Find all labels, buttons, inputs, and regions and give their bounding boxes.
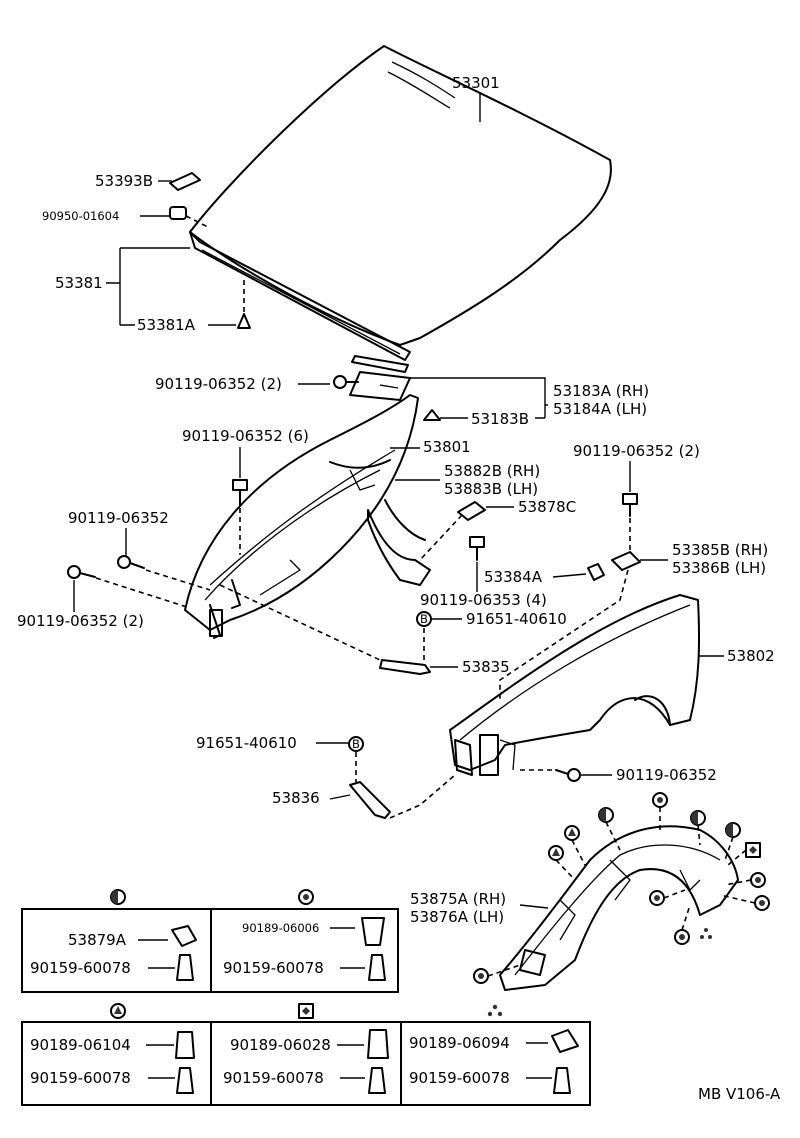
fastener-4-part-a: 90189-06028	[230, 1036, 331, 1054]
label-hood-seal: 53381	[55, 274, 103, 292]
hood-panel	[189, 45, 612, 346]
fastener-1-part-b: 90159-60078	[30, 959, 131, 977]
circle-icon	[750, 872, 766, 888]
label-bracket-rh: 53385B (RH)	[672, 541, 768, 559]
three-dots-icon	[487, 1004, 503, 1017]
hood-hinge	[349, 371, 411, 401]
hood-stopper-nut	[169, 206, 187, 220]
bracket-53384a	[587, 563, 605, 581]
fender-apron	[184, 394, 419, 639]
label-bolt-4: 90119-06353 (4)	[420, 591, 547, 609]
fastener-4-part-b: 90159-60078	[223, 1069, 324, 1087]
label-fender-bolt: 90119-06352	[616, 766, 717, 784]
circle-icon	[754, 895, 770, 911]
svg-text:B: B	[420, 612, 428, 626]
label-hinge-lh: 53184A (LH)	[553, 400, 647, 418]
label-liner-rh: 53875A (RH)	[410, 890, 506, 908]
label-nut-b-2: 91651-40610	[196, 734, 297, 752]
bolt-4	[469, 536, 485, 561]
fastener-2-part-b: 90159-60078	[223, 959, 324, 977]
label-support-53835: 53835	[462, 658, 510, 676]
label-hood-bolt: 90119-06352 (2)	[155, 375, 282, 393]
label-hood: 53301	[452, 74, 500, 92]
label-nut-b-1: 91651-40610	[466, 610, 567, 628]
circle-icon	[652, 792, 668, 808]
label-hood-stopper-nut: 90950-01604	[42, 209, 119, 223]
bolt-single	[117, 555, 145, 569]
bracket-53385b	[611, 551, 641, 571]
fastener-table: 53879A 90159-60078 90189-06006 90159-600…	[21, 889, 591, 1106]
label-support-53836: 53836	[272, 789, 320, 807]
circle-icon	[473, 968, 489, 984]
label-hood-stopper-cushion: 53393B	[95, 172, 153, 190]
label-bolt-upper-right: 90119-06352 (2)	[573, 442, 700, 460]
nut-b-1: B	[416, 611, 432, 627]
fender-bolt	[555, 768, 581, 782]
half-circle-icon	[598, 807, 614, 823]
label-bolt-2: 90119-06352 (2)	[17, 612, 144, 630]
fastener-5-part-b: 90159-60078	[409, 1069, 510, 1087]
triangle-icon	[548, 845, 564, 861]
svg-text:B: B	[352, 737, 360, 751]
circle-icon	[298, 889, 314, 905]
fender-liner	[499, 825, 739, 991]
hood-seal-clip	[237, 313, 251, 329]
support-53835	[379, 659, 431, 675]
hood-stopper-cushion	[169, 172, 201, 191]
label-fender: 53802	[727, 647, 775, 665]
square-icon	[298, 1003, 314, 1019]
apron-extension	[367, 499, 431, 586]
label-apron-ext-rh: 53882B (RH)	[444, 462, 540, 480]
label-hood-seal-clip: 53381A	[137, 316, 196, 334]
half-circle-icon	[110, 889, 126, 905]
circle-icon	[674, 929, 690, 945]
label-hinge-sub: 53183B	[471, 410, 529, 428]
label-liner-lh: 53876A (LH)	[410, 908, 504, 926]
label-fender-apron: 53801	[423, 438, 471, 456]
apron-bolt-6	[232, 479, 248, 506]
triangle-icon	[564, 825, 580, 841]
bracket-53878c	[457, 501, 486, 521]
fastener-1-part-a: 53879A	[68, 931, 127, 949]
half-circle-icon	[690, 810, 706, 826]
fastener-3-part-a: 90189-06104	[30, 1036, 131, 1054]
fastener-3-part-b: 90159-60078	[30, 1069, 131, 1087]
circle-icon	[649, 890, 665, 906]
label-bracket-53384a: 53384A	[484, 568, 543, 586]
support-53836	[349, 781, 391, 819]
bolt-2	[67, 565, 96, 579]
fender-panel	[449, 594, 701, 776]
label-bracket-53878c: 53878C	[518, 498, 576, 516]
hood-bolt	[333, 375, 359, 389]
hood-seal-strip	[189, 231, 411, 373]
half-circle-icon	[725, 822, 741, 838]
label-hinge-rh: 53183A (RH)	[553, 382, 649, 400]
hinge-sub-part	[423, 409, 441, 421]
label-apron-bolt-6: 90119-06352 (6)	[182, 427, 309, 445]
label-apron-ext-lh: 53883B (LH)	[444, 480, 538, 498]
three-dots-icon	[700, 928, 712, 939]
square-icon	[745, 842, 761, 858]
triangle-icon	[110, 1003, 126, 1019]
nut-b-2: B	[348, 736, 364, 752]
diagram-code: MB V106-A	[698, 1085, 781, 1103]
label-bolt-single: 90119-06352	[68, 509, 169, 527]
label-bracket-lh: 53386B (LH)	[672, 559, 766, 577]
bolt-upper-right	[622, 493, 638, 517]
fastener-2-part-a: 90189-06006	[242, 921, 319, 935]
fastener-5-part-a: 90189-06094	[409, 1034, 510, 1052]
